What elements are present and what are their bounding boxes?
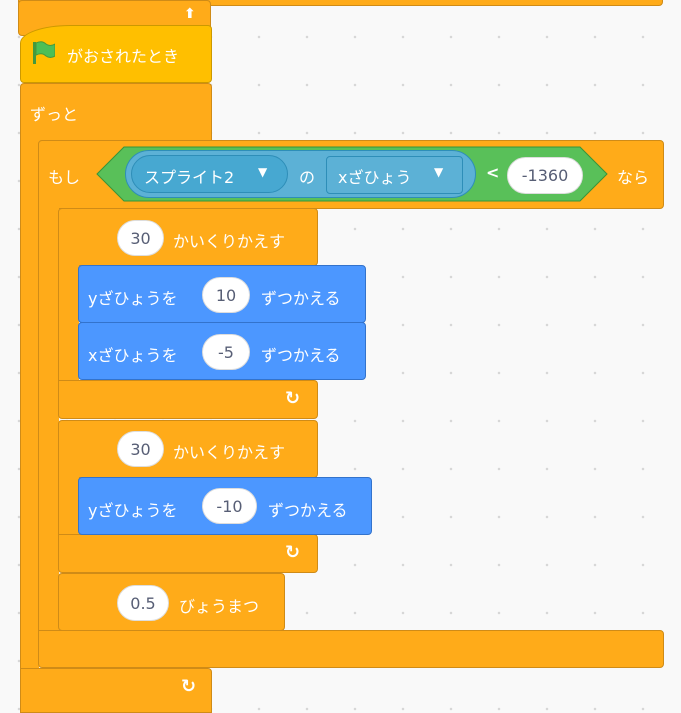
forever-block[interactable] <box>20 83 212 141</box>
compare-input[interactable]: -1360 <box>507 157 583 194</box>
wait-input[interactable]: 0.5 <box>117 585 169 621</box>
loop-arrow-icon: ↻ <box>285 542 301 563</box>
change-x-block[interactable] <box>78 322 366 380</box>
operator-label: < <box>486 163 500 182</box>
change-x-input[interactable]: -5 <box>202 334 250 370</box>
sprite-dropdown-value: スプライト2 <box>144 168 235 187</box>
if-label: もし <box>48 168 81 187</box>
repeat-label: かいくりかえす <box>173 443 286 462</box>
repeat-arm <box>58 477 79 537</box>
property-dropdown-value: xざひょう <box>338 168 412 187</box>
wait-block[interactable] <box>58 573 285 631</box>
chevron-down-icon: ▼ <box>258 165 268 179</box>
repeat-label: かいくりかえす <box>173 232 286 251</box>
repeat-count-input[interactable]: 30 <box>117 220 164 256</box>
change-y-input[interactable]: -10 <box>202 488 257 524</box>
if-arm <box>38 208 59 632</box>
change-y-suffix: ずつかえる <box>268 501 348 520</box>
repeat-arm <box>58 265 79 382</box>
loop-arrow-icon: ↻ <box>285 388 301 409</box>
repeat-count-input[interactable]: 30 <box>117 431 164 467</box>
forever-label: ずっと <box>30 105 79 124</box>
change-y-suffix: ずつかえる <box>261 289 341 308</box>
change-y-input[interactable]: 10 <box>202 277 250 313</box>
hat-label: がおされたとき <box>67 47 180 66</box>
green-flag-icon <box>33 41 56 65</box>
chevron-down-icon: ▼ <box>434 165 444 179</box>
of-label: の <box>299 168 316 187</box>
change-y-label: yざひょうを <box>88 289 178 308</box>
change-y-label: yざひょうを <box>88 501 178 520</box>
if-bottom <box>38 630 664 668</box>
then-label: なら <box>617 168 650 187</box>
repeat-block[interactable] <box>58 420 318 478</box>
change-x-label: xざひょうを <box>88 346 178 365</box>
change-x-suffix: ずつかえる <box>261 346 341 365</box>
forever-arm <box>20 140 39 680</box>
repeat-bottom <box>58 534 318 573</box>
repeat-block[interactable] <box>58 208 318 266</box>
loop-arrow-icon: ⬆ <box>184 6 196 22</box>
loop-arrow-icon: ↻ <box>181 676 197 697</box>
property-dropdown[interactable] <box>326 156 463 194</box>
sprite-dropdown[interactable] <box>131 155 288 193</box>
repeat-bottom <box>58 380 318 419</box>
wait-label: びょうまつ <box>179 597 260 616</box>
